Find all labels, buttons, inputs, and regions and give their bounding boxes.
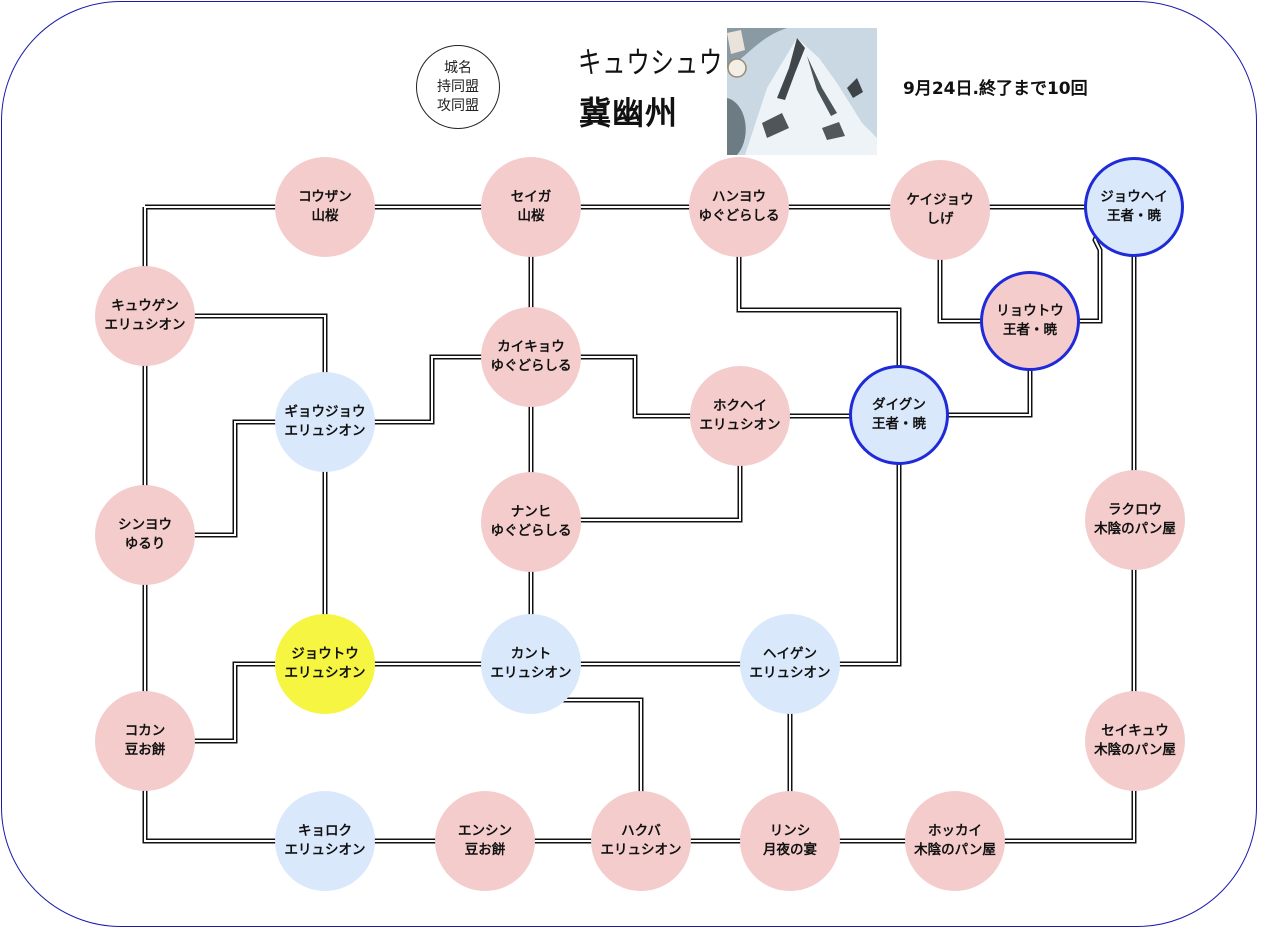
castle-name: ナンヒ bbox=[510, 504, 552, 520]
castle-name: エンシン bbox=[458, 823, 512, 839]
castle-alliance: エリュシオン bbox=[600, 842, 682, 858]
castle-alliance: エリュシオン bbox=[749, 665, 831, 681]
castle-name: ホッカイ bbox=[928, 823, 982, 839]
castle-name: ハクバ bbox=[621, 823, 661, 839]
castle-alliance: 木陰のパン屋 bbox=[1094, 742, 1176, 758]
castle-alliance: ゆぐどらしる bbox=[490, 523, 572, 539]
castle-shinyou[interactable]: シンヨウゆるり bbox=[95, 485, 195, 585]
castle-alliance: 王者・暁 bbox=[1003, 322, 1057, 338]
castle-name: コウザン bbox=[298, 189, 352, 205]
castle-kyoroku[interactable]: キョロクエリュシオン bbox=[275, 791, 375, 891]
castle-alliance: 山桜 bbox=[517, 208, 545, 224]
legend-attacking-alliance: 攻同盟 bbox=[437, 97, 479, 114]
castle-rakurou[interactable]: ラクロウ木陰のパン屋 bbox=[1085, 470, 1185, 570]
castle-alliance: ゆぐどらしる bbox=[698, 208, 780, 224]
castle-alliance: エリュシオン bbox=[104, 317, 186, 333]
legend-castle-name: 城名 bbox=[444, 59, 472, 76]
castle-name: カント bbox=[510, 646, 552, 662]
castle-alliance: 豆お餅 bbox=[464, 842, 506, 858]
castle-kokan[interactable]: コカン豆お餅 bbox=[95, 691, 195, 791]
castle-name: ジョウトウ bbox=[291, 646, 359, 662]
castle-alliance: 月夜の宴 bbox=[763, 842, 817, 858]
castle-alliance: ゆぐどらしる bbox=[490, 358, 572, 374]
castle-hanyou[interactable]: ハンヨウゆぐどらしる bbox=[689, 157, 789, 257]
castle-name: リョウトウ bbox=[996, 303, 1064, 319]
castle-name: ハンヨウ bbox=[712, 189, 766, 205]
castle-enshin[interactable]: エンシン豆お餅 bbox=[435, 791, 535, 891]
castle-hokkai[interactable]: ホッカイ木陰のパン屋 bbox=[905, 791, 1005, 891]
castle-gyoujou[interactable]: ギョウジョウエリュシオン bbox=[275, 372, 375, 472]
castle-name: ギョウジョウ bbox=[284, 404, 366, 420]
road-2-inner bbox=[145, 315, 326, 664]
road-6-inner bbox=[738, 207, 900, 415]
castle-seikyuu[interactable]: セイキュウ木陰のパン屋 bbox=[1085, 691, 1185, 791]
season-status: 9月24日.終了まで10回 bbox=[903, 79, 1088, 99]
castle-name: ラクロウ bbox=[1108, 502, 1162, 518]
legend: 城名 持同盟 攻同盟 bbox=[416, 45, 500, 129]
castle-alliance: エリュシオン bbox=[490, 665, 572, 681]
castle-name: セイキュウ bbox=[1101, 723, 1169, 739]
castle-name: コカン bbox=[124, 723, 166, 739]
castle-hakuba[interactable]: ハクバエリュシオン bbox=[591, 791, 691, 891]
castle-kaikyou[interactable]: カイキョウゆぐどらしる bbox=[481, 307, 581, 407]
castle-hokuhei[interactable]: ホクヘイエリュシオン bbox=[690, 366, 790, 466]
castle-jouhei[interactable]: ジョウヘイ王者・暁 bbox=[1084, 157, 1184, 257]
castle-kyuugen[interactable]: キュウゲンエリュシオン bbox=[95, 266, 195, 366]
castle-name: ダイグン bbox=[872, 397, 926, 413]
castle-alliance: 山桜 bbox=[311, 208, 339, 224]
snow-mountain-picture bbox=[727, 28, 877, 155]
castle-alliance: 豆お餅 bbox=[124, 742, 166, 758]
castle-alliance: エリュシオン bbox=[284, 842, 366, 858]
castle-keijou[interactable]: ケイジョウしげ bbox=[890, 160, 990, 260]
region-title-kanji: 冀幽州 bbox=[579, 94, 679, 132]
castle-name: ヘイゲン bbox=[763, 646, 817, 662]
castle-alliance: エリュシオン bbox=[284, 665, 366, 681]
castle-name: リンシ bbox=[769, 823, 811, 839]
castle-name: セイガ bbox=[510, 189, 552, 205]
castle-name: ジョウヘイ bbox=[1100, 189, 1168, 205]
castle-name: シンヨウ bbox=[118, 517, 172, 533]
castle-name: ホクヘイ bbox=[713, 398, 767, 414]
castle-alliance: 木陰のパン屋 bbox=[1094, 521, 1176, 537]
castle-alliance: 王者・暁 bbox=[1107, 208, 1161, 224]
castle-name: ケイジョウ bbox=[906, 192, 974, 208]
castle-alliance: ゆるり bbox=[124, 536, 166, 552]
legend-holding-alliance: 持同盟 bbox=[437, 78, 479, 95]
castle-nanhi[interactable]: ナンヒゆぐどらしる bbox=[481, 472, 581, 572]
castle-heigen[interactable]: ヘイゲンエリュシオン bbox=[740, 614, 840, 714]
region-landscape-image bbox=[727, 28, 877, 155]
castle-alliance: 木陰のパン屋 bbox=[914, 842, 996, 858]
castle-name: キュウゲン bbox=[111, 298, 179, 314]
castle-alliance: 王者・暁 bbox=[872, 416, 926, 432]
castle-kanto[interactable]: カントエリュシオン bbox=[481, 614, 581, 714]
region-title-kana: キュウシュウ bbox=[578, 46, 724, 81]
castle-alliance: エリュシオン bbox=[699, 417, 781, 433]
castle-seiga[interactable]: セイガ山桜 bbox=[481, 157, 581, 257]
castle-name: キョロク bbox=[298, 823, 352, 839]
castle-ryoutou[interactable]: リョウトウ王者・暁 bbox=[980, 271, 1080, 371]
castle-kouzan[interactable]: コウザン山桜 bbox=[275, 157, 375, 257]
castle-alliance: エリュシオン bbox=[284, 423, 366, 439]
castle-daigun[interactable]: ダイグン王者・暁 bbox=[849, 365, 949, 465]
castle-joutou[interactable]: ジョウトウエリュシオン bbox=[275, 614, 375, 714]
castle-alliance: しげ bbox=[926, 211, 954, 227]
castle-name: カイキョウ bbox=[497, 339, 565, 355]
castle-rinshi[interactable]: リンシ月夜の宴 bbox=[740, 791, 840, 891]
